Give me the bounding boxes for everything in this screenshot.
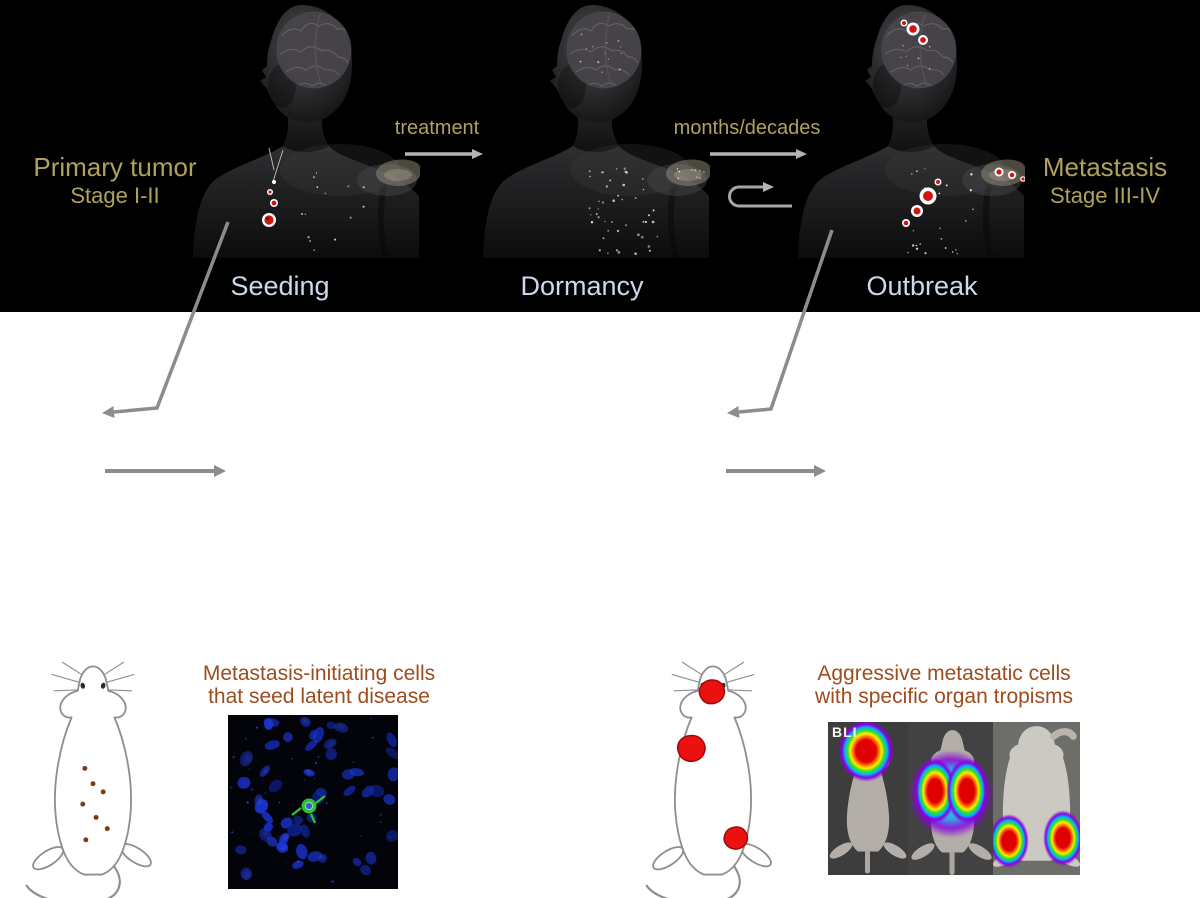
right-caption-line2: with specific organ tropisms: [815, 685, 1073, 708]
right-caption-line1: Aggressive metastatic cells: [817, 662, 1071, 685]
left-caption-line1: Metastasis-initiating cells: [202, 662, 436, 685]
bli-label: BLI: [832, 724, 858, 740]
human-figure-dormancy: [480, 0, 710, 258]
mouse-seeded-cells: [25, 661, 152, 898]
bli-hotspot-hip-right: [1043, 810, 1080, 866]
bli-mouse-lung-met: [908, 722, 993, 875]
human-figure-outbreak: [795, 0, 1025, 258]
primary-tumor-label: Primary tumor Stage I-II: [10, 152, 220, 209]
human-figure-seeding: [190, 0, 420, 258]
left-caption-line2: that seed latent disease: [208, 685, 430, 708]
fluorescence-micrograph: [228, 715, 398, 889]
left-caption: Metastasis-initiating cells that seed la…: [203, 662, 435, 708]
metastasis-stage: Stage III-IV: [1049, 182, 1161, 208]
treatment-arrow-label: treatment: [394, 117, 480, 139]
primary-tumor-title: Primary tumor: [33, 152, 197, 182]
metastasis-title: Metastasis: [1042, 152, 1168, 182]
mouse-metastatic-tumors: [645, 661, 772, 898]
metastasis-label: Metastasis Stage III-IV: [1022, 152, 1188, 209]
primary-tumor-stage: Stage I-II: [70, 182, 160, 208]
phase-label-seeding: Seeding: [230, 271, 330, 301]
disease-progression-panel: Primary tumor Stage I-II Metastasis Stag…: [0, 0, 1200, 312]
primary-tumor-icon: [262, 147, 284, 227]
phase-label-dormancy: Dormancy: [520, 271, 644, 301]
brain-metastases: [900, 19, 928, 45]
months-decades-arrow-label: months/decades: [673, 117, 821, 139]
bli-mouse-bone-met: [993, 722, 1080, 875]
phase-label-outbreak: Outbreak: [866, 271, 978, 301]
bli-mouse-brain-met: BLI: [828, 722, 908, 875]
lung-metastases: [902, 178, 942, 227]
bone-metastases: [994, 167, 1025, 182]
bli-hotspot-lung-right: [946, 758, 988, 824]
right-caption: Aggressive metastatic cells with specifi…: [815, 662, 1073, 708]
bioluminescence-image: BLI: [828, 722, 1080, 875]
experimental-models-panel: Metastasis-initiating cells that seed la…: [0, 312, 1200, 898]
